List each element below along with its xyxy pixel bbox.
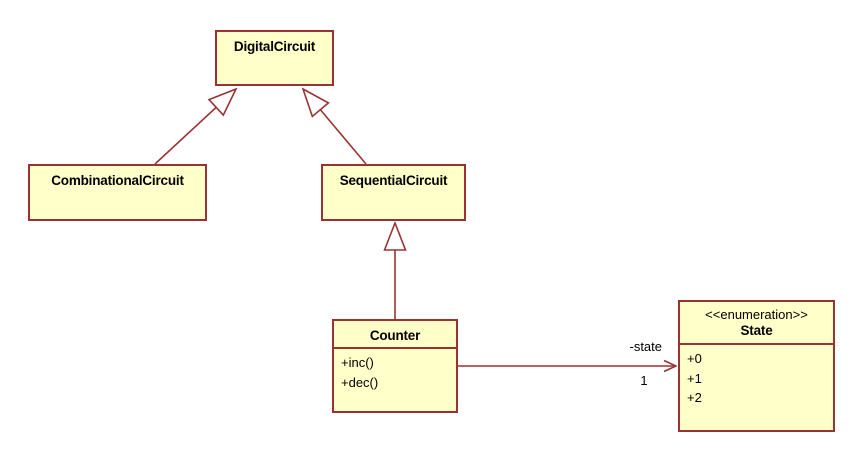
generalization-line-combinational-to-digital <box>154 89 236 165</box>
class-name-digitalcircuit: DigitalCircuit <box>233 39 316 54</box>
literals-compartment-state: +0 +1 +2 <box>680 345 833 412</box>
class-name-sequentialcircuit: SequentialCircuit <box>339 173 448 188</box>
class-name-combinationalcircuit: CombinationalCircuit <box>51 173 184 188</box>
generalization-line-sequential-to-digital <box>303 89 367 165</box>
class-box-digitalcircuit: DigitalCircuit <box>215 30 334 86</box>
class-box-state-enumeration: <<enumeration>> State +0 +1 +2 <box>678 300 835 432</box>
class-header-counter: Counter <box>334 321 456 349</box>
class-box-counter: Counter +inc() +dec() <box>332 319 458 413</box>
operation-inc: +inc() <box>341 355 374 370</box>
enum-literal-0: +0 <box>687 351 702 366</box>
stereotype-enumeration: <<enumeration>> <box>705 307 808 322</box>
enum-literal-2: +2 <box>687 390 702 405</box>
enum-literal-1: +1 <box>687 370 702 386</box>
class-box-sequentialcircuit: SequentialCircuit <box>321 164 466 221</box>
operation-dec: +dec() <box>341 374 379 390</box>
class-name-counter: Counter <box>369 328 421 343</box>
operations-compartment-counter: +inc() +dec() <box>334 349 456 396</box>
class-box-combinationalcircuit: CombinationalCircuit <box>28 164 207 221</box>
class-header-state: <<enumeration>> State <box>680 302 833 345</box>
class-name-state: State <box>740 323 773 338</box>
association-role-label: -state <box>629 339 662 354</box>
association-multiplicity-label: 1 <box>640 373 648 388</box>
